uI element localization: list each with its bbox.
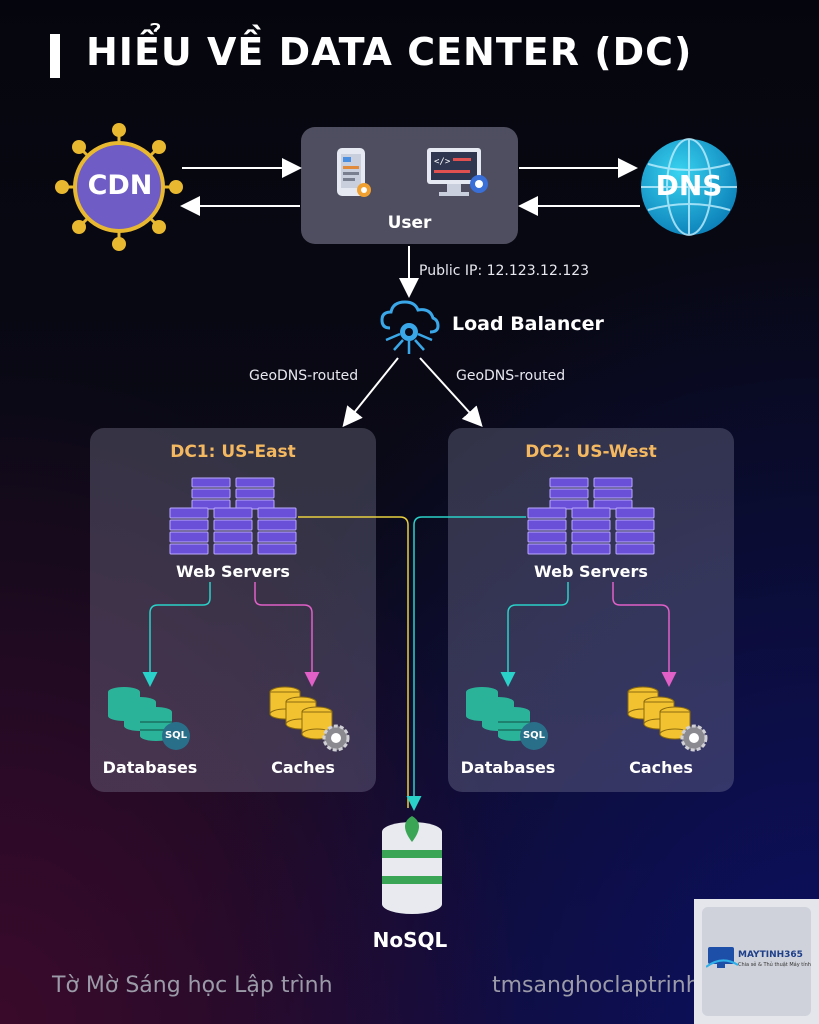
load-balancer-cloud-icon: [380, 300, 440, 354]
dc1-title: DC1: US-East: [170, 442, 296, 462]
phone-app-icon: [337, 148, 371, 197]
desktop-code-icon: </>: [427, 148, 488, 196]
dc2-caches-label: Caches: [629, 758, 693, 777]
logo-brand-text: MAYTINH365: [738, 950, 803, 960]
route-right-label: GeoDNS-routed: [456, 368, 566, 384]
arrow-lb-to-dc1: [342, 357, 399, 428]
footer-author: Tờ Mờ Sáng học Lập trình: [52, 973, 333, 998]
nosql-database-icon: [382, 816, 442, 914]
dc2-cache-icon: [627, 686, 708, 752]
dc2-server-icon: [527, 477, 655, 555]
line-dc2-to-nosql: [406, 516, 526, 811]
title-accent-bar: [50, 34, 60, 78]
load-balancer-label: Load Balancer: [452, 313, 604, 335]
arrow-lb-to-dc2: [419, 357, 483, 427]
public-ip-label: Public IP: 12.123.12.123: [419, 263, 590, 279]
cdn-label: CDN: [87, 170, 153, 201]
monitor-logo-icon: [706, 947, 738, 968]
line-dc2-web-to-cache: [612, 582, 677, 687]
line-dc1-to-nosql: [298, 516, 409, 808]
dc2-title: DC2: US-West: [525, 442, 657, 462]
dns-globe-icon: [641, 138, 737, 236]
dc2-sql-badge: SQL: [522, 730, 546, 741]
line-dc2-web-to-db: [500, 582, 569, 687]
dc1-web-servers-label: Web Servers: [176, 562, 290, 581]
logo-tagline-text: Chia sẻ & Thủ thuật Máy tính: [738, 962, 811, 968]
dc1-database-icon: [108, 687, 190, 750]
dc1-sql-badge: SQL: [164, 730, 188, 741]
dc2-database-icon: [466, 687, 548, 750]
line-dc1-web-to-cache: [254, 582, 320, 687]
dc2-databases-label: Databases: [460, 758, 556, 777]
line-dc1-web-to-db: [142, 582, 211, 687]
dc2-web-servers-label: Web Servers: [534, 562, 648, 581]
dc1-databases-label: Databases: [102, 758, 198, 777]
cdn-icon: [55, 123, 183, 251]
user-label: User: [387, 213, 432, 233]
dc1-caches-label: Caches: [271, 758, 335, 777]
dns-label: DNS: [655, 169, 723, 202]
dc1-server-icon: [169, 477, 297, 555]
maytinh365-logo: MAYTINH365 Chia sẻ & Thủ thuật Máy tính: [694, 899, 819, 1024]
svg-text:</>: </>: [434, 157, 451, 167]
page-title: HIỂU VỀ DATA CENTER (DC): [86, 30, 693, 74]
route-left-label: GeoDNS-routed: [249, 368, 359, 384]
nosql-label: NoSQL: [372, 928, 448, 952]
dc1-cache-icon: [269, 686, 350, 752]
